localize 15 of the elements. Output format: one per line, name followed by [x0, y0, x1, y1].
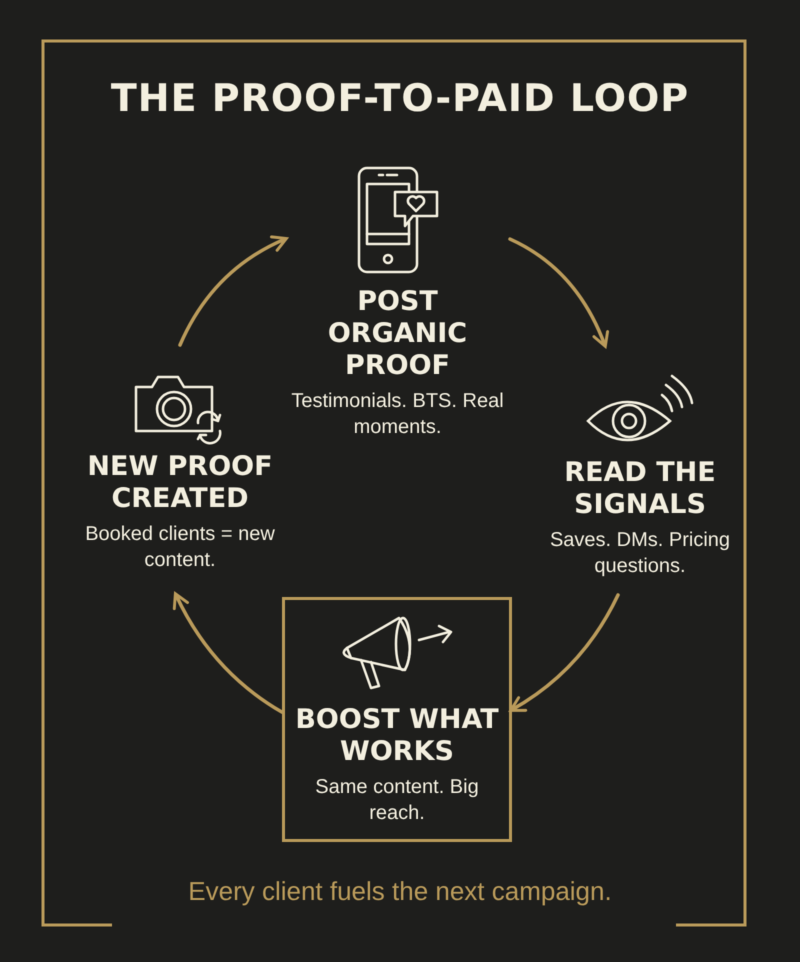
step-description: Booked clients = new content.	[84, 522, 276, 573]
arrow	[173, 592, 284, 714]
step-box	[282, 597, 512, 842]
title: THE PROOF-TO-PAID LOOP	[110, 76, 690, 120]
step-heading: POST ORGANIC PROOF	[326, 286, 468, 382]
caption: Every client fuels the next campaign.	[187, 876, 613, 907]
arrow	[509, 593, 620, 712]
step-heading: NEW PROOF CREATED	[86, 451, 274, 515]
arrow	[508, 237, 609, 348]
step-heading: BOOST WHAT WORKS	[294, 704, 500, 768]
step-description: Testimonials. BTS. Real moments.	[290, 388, 505, 440]
step-description: Saves. DMs. Pricing questions.	[548, 528, 732, 579]
arrow	[178, 236, 288, 347]
step-heading: READ THE SIGNALS	[563, 457, 717, 521]
step-description: Same content. Big reach.	[314, 774, 480, 826]
